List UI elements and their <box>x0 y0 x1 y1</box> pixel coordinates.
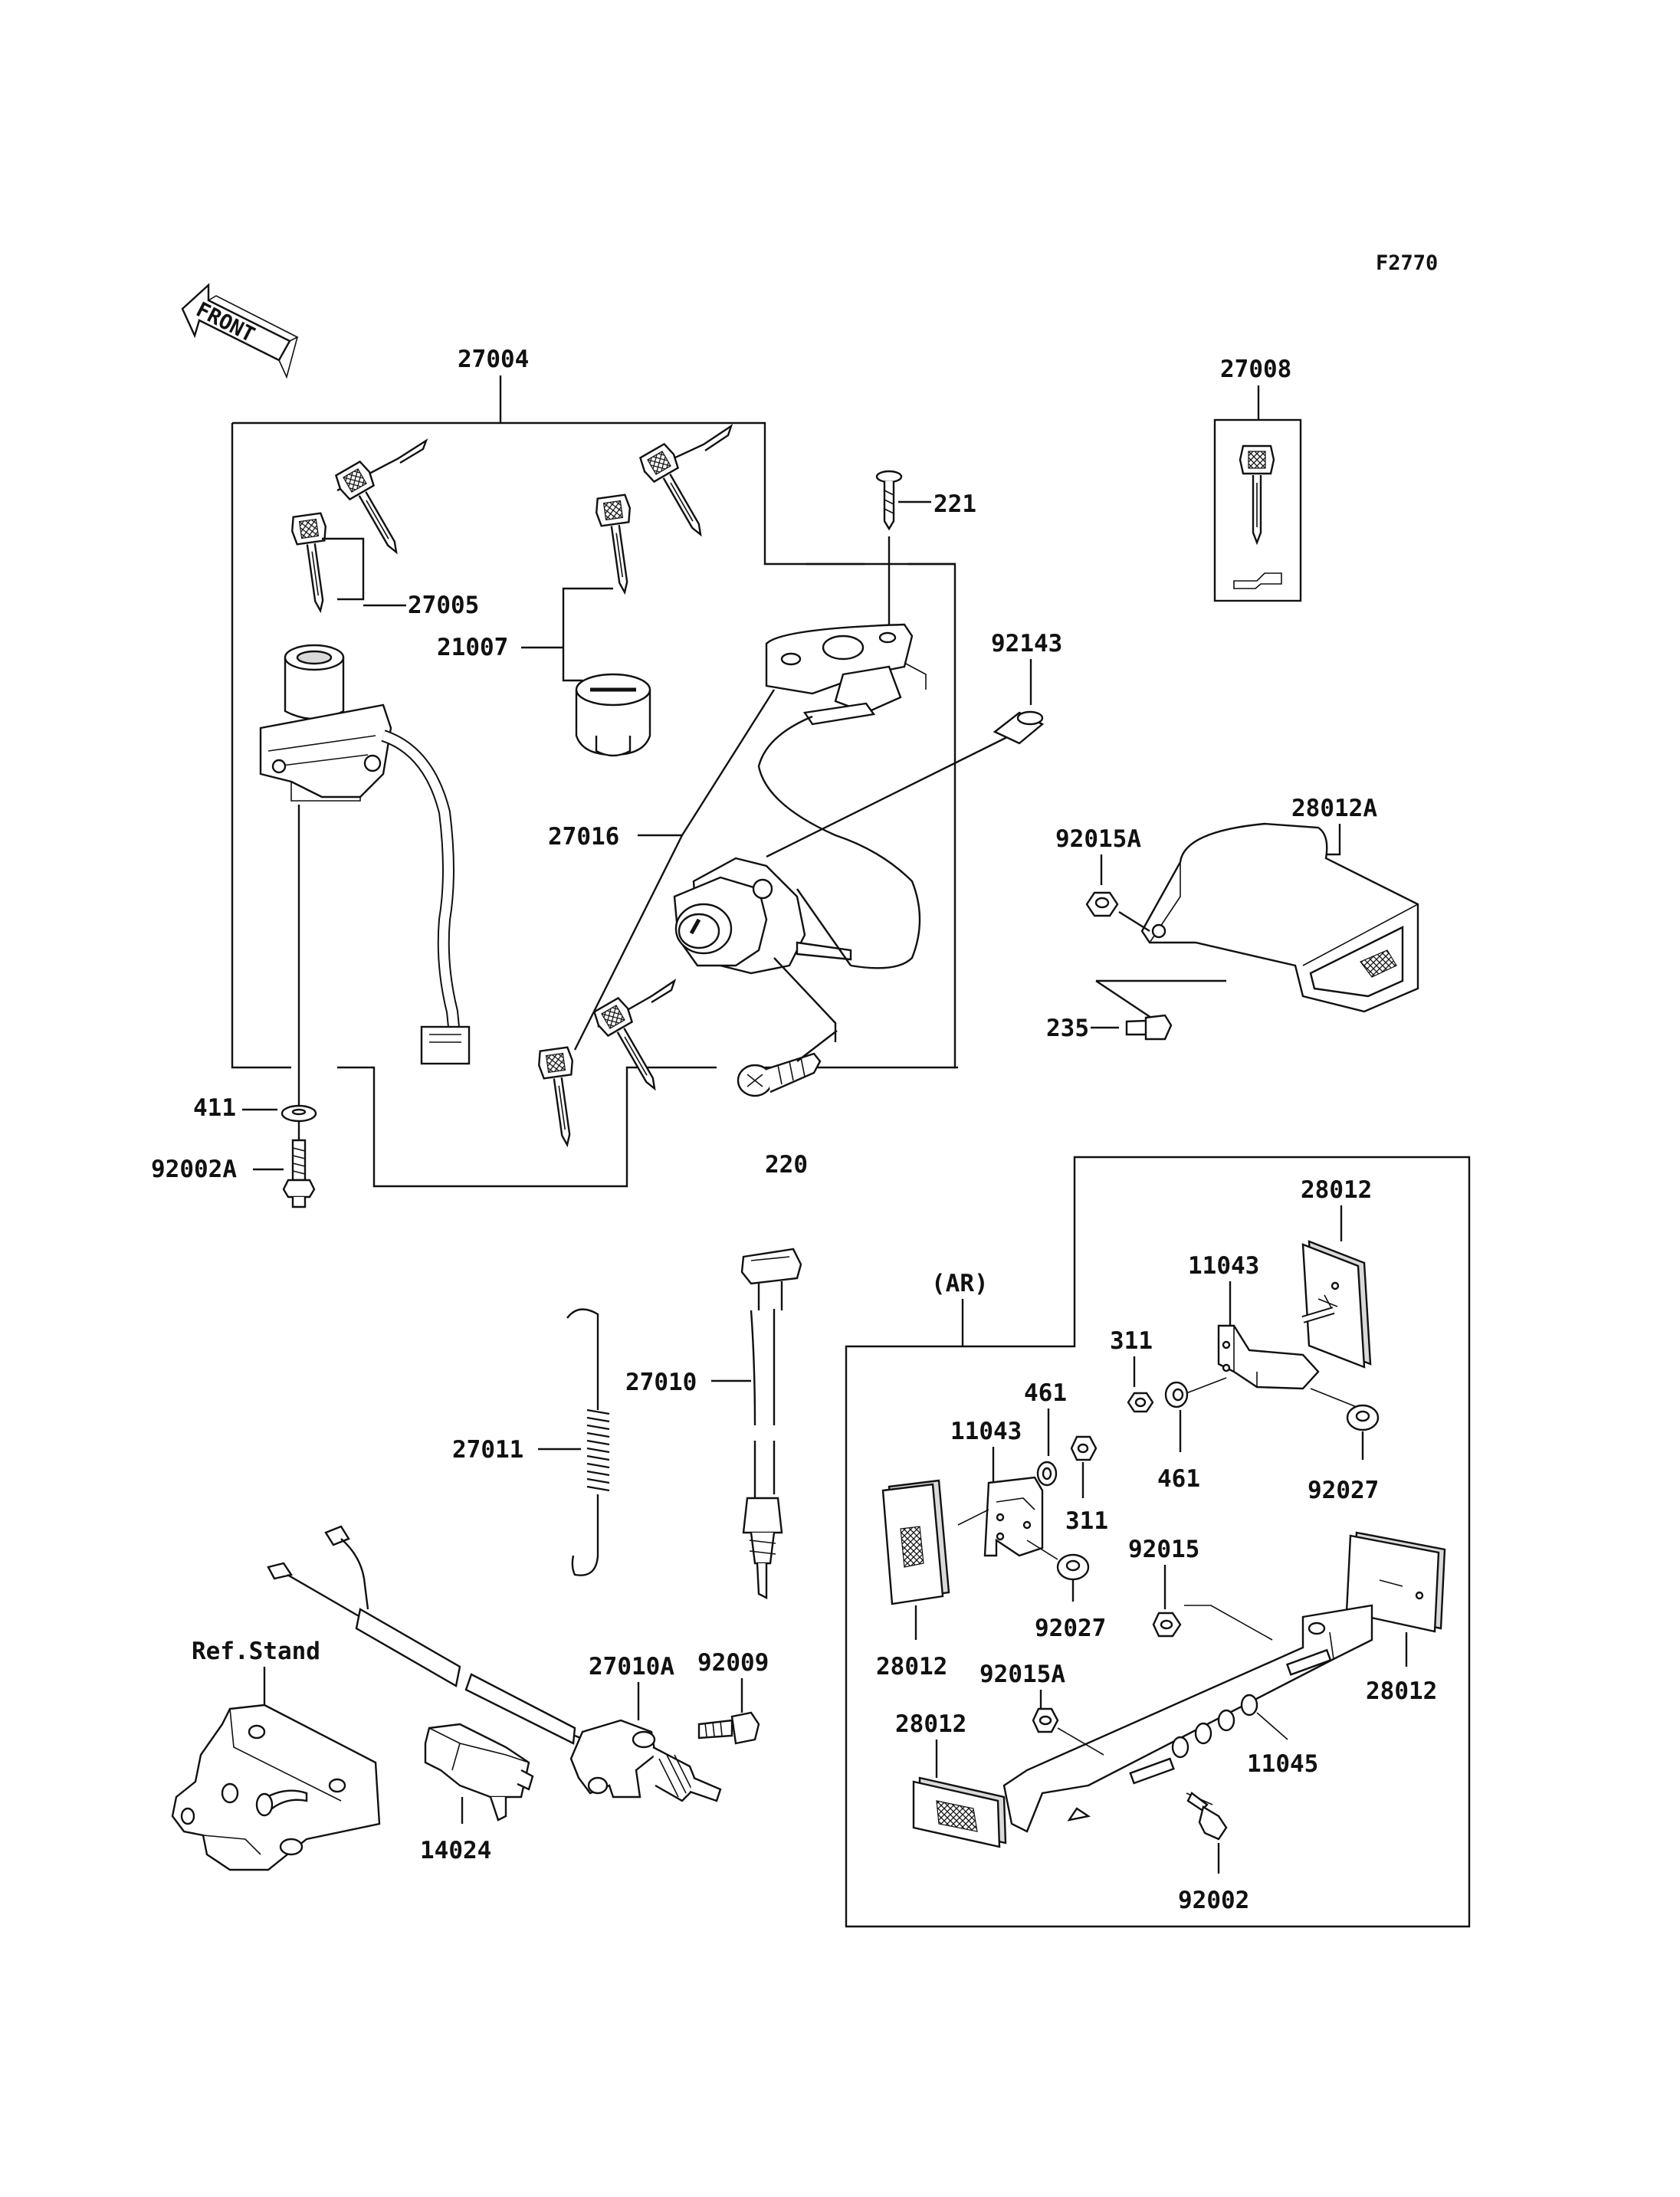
front-arrow-icon: FRONT <box>181 283 299 379</box>
screw-221: 221 <box>875 470 976 628</box>
label-28012-bl: 28012 <box>895 1710 966 1738</box>
label-27010: 27010 <box>625 1369 697 1396</box>
label-92002: 92002 <box>1178 1887 1249 1914</box>
label-92027-r: 92027 <box>1308 1477 1379 1504</box>
label-28012A: 28012A <box>1291 795 1377 822</box>
washer-461-right: 461 <box>1157 1377 1227 1493</box>
ar-reflector-group: (AR) <box>845 1156 1471 1928</box>
label-27005: 27005 <box>408 592 479 619</box>
label-11043-r: 11043 <box>1188 1252 1259 1280</box>
ignition-switch <box>259 644 471 1165</box>
screw-92009: 92009 <box>697 1649 769 1745</box>
washer-461-left: 461 <box>1024 1379 1067 1487</box>
label-92009: 92009 <box>697 1649 769 1677</box>
bolt-92002A: 92002A <box>151 1139 316 1208</box>
label-92002A: 92002A <box>151 1156 237 1183</box>
washer-411: 411 <box>193 1094 317 1123</box>
reflector-28012-left: 28012 <box>876 1479 950 1681</box>
label-11045: 11045 <box>1247 1750 1318 1778</box>
bracket-11043-left: 11043 <box>950 1418 1058 1560</box>
label-235: 235 <box>1046 1015 1089 1042</box>
label-92015A-top: 92015A <box>1055 825 1141 853</box>
label-311-r: 311 <box>1110 1327 1153 1355</box>
collar-92143: 92143 <box>766 630 1062 858</box>
seat-lock-bracket <box>757 623 927 969</box>
key-set-27005: 27005 <box>289 438 479 619</box>
front-label: FRONT <box>192 298 258 348</box>
label-461-r: 461 <box>1157 1465 1200 1493</box>
nut-92015A-top: 92015A <box>1055 825 1226 1028</box>
reflector-bracket-11045: 11045 <box>1002 1604 1373 1833</box>
reflector-28012-top: 28012 <box>1301 1176 1372 1369</box>
label-411: 411 <box>193 1094 236 1122</box>
seat-lock-27016: 27016 <box>548 689 852 1051</box>
nut-92015A-low: 92015A <box>979 1661 1104 1756</box>
label-28012-r1: 28012 <box>1301 1176 1372 1204</box>
label-11043-l: 11043 <box>950 1418 1022 1445</box>
key-card-27008: 27008 <box>1213 356 1302 602</box>
spring-27011: 27011 <box>452 1308 610 1576</box>
bolt-92002: 92002 <box>1178 1792 1249 1914</box>
collar-92027-right: 92027 <box>1308 1388 1379 1504</box>
label-14024: 14024 <box>420 1837 491 1864</box>
label-92143: 92143 <box>991 630 1062 657</box>
figure-code: F2770 <box>1376 251 1438 275</box>
nut-92015: 92015 <box>1128 1536 1273 1641</box>
ar-label: (AR) <box>931 1270 989 1297</box>
label-27008: 27008 <box>1220 356 1291 383</box>
ref-stand-label: Ref.Stand <box>192 1638 320 1665</box>
label-92015A-low: 92015A <box>979 1661 1065 1688</box>
label-221: 221 <box>934 490 976 518</box>
label-220: 220 <box>765 1151 808 1179</box>
screw-220: 220 <box>737 1030 838 1179</box>
label-28012-r2: 28012 <box>1366 1677 1437 1705</box>
key-set-21007: 21007 <box>437 424 733 757</box>
collar-92027-left: 92027 <box>1035 1553 1106 1642</box>
label-92015: 92015 <box>1128 1536 1199 1563</box>
nut-311-right: 311 <box>1110 1327 1154 1413</box>
switch-27010: 27010 <box>625 1248 802 1599</box>
label-27011: 27011 <box>452 1436 523 1464</box>
label-461-l: 461 <box>1024 1379 1067 1407</box>
nut-311-left: 311 <box>1065 1435 1108 1535</box>
license-lamp-28012A: 28012A <box>1140 795 1419 1013</box>
screw-235: 235 <box>1046 1014 1173 1042</box>
bracket-11043-right: 11043 <box>1188 1252 1335 1390</box>
label-311-l: 311 <box>1065 1507 1108 1535</box>
label-27010A: 27010A <box>589 1653 674 1681</box>
label-21007: 21007 <box>437 634 508 661</box>
ignition-switch-set-group: 27004 <box>231 346 958 1188</box>
switch-27010A: 27010A <box>267 1525 722 1802</box>
key-set-27016 <box>536 979 677 1149</box>
label-92027-l: 92027 <box>1035 1615 1106 1642</box>
cover-14024: 14024 <box>420 1723 534 1864</box>
label-27016: 27016 <box>548 823 619 851</box>
label-27004: 27004 <box>458 346 529 373</box>
reflector-28012-bottom: 28012 <box>895 1710 1007 1848</box>
label-28012-l: 28012 <box>876 1653 947 1681</box>
ref-stand-bracket: Ref.Stand <box>171 1638 381 1871</box>
